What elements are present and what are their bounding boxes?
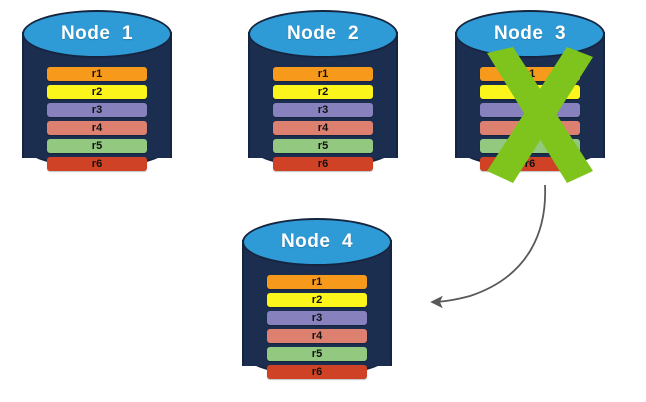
row-r6[interactable]: r6: [267, 365, 367, 379]
row-r3[interactable]: r3: [47, 103, 147, 117]
cylinder-top: [242, 218, 392, 266]
node-1-label: Node 1: [60, 23, 134, 44]
cylinder-top: [248, 10, 398, 58]
row-r4[interactable]: r4: [273, 121, 373, 135]
cylinder-top: [22, 10, 172, 58]
row-r2[interactable]: r2: [273, 85, 373, 99]
node-3-label: Node 3: [493, 23, 567, 44]
row-r3[interactable]: r3: [267, 311, 367, 325]
row-r1[interactable]: r1: [480, 67, 580, 81]
row-r1[interactable]: r1: [267, 275, 367, 289]
node-1-rows: r1 r2 r3 r4 r5 r6: [47, 67, 147, 171]
row-r6[interactable]: r6: [480, 157, 580, 171]
node-1[interactable]: Node 1 r1 r2 r3 r4 r5 r6: [22, 10, 172, 180]
row-r1[interactable]: r1: [273, 67, 373, 81]
row-r2[interactable]: r2: [480, 85, 580, 99]
node-4[interactable]: Node 4 r1 r2 r3 r4 r5 r6: [242, 218, 392, 388]
row-r5[interactable]: r5: [267, 347, 367, 361]
row-r4[interactable]: r4: [267, 329, 367, 343]
row-r3[interactable]: r3: [273, 103, 373, 117]
row-r5[interactable]: r5: [480, 139, 580, 153]
row-r6[interactable]: r6: [47, 157, 147, 171]
node-2[interactable]: Node 2 r1 r2 r3 r4 r5 r6: [248, 10, 398, 180]
row-r2[interactable]: r2: [47, 85, 147, 99]
row-r3[interactable]: r3: [480, 103, 580, 117]
node-4-label: Node 4: [280, 231, 354, 252]
node-2-rows: r1 r2 r3 r4 r5 r6: [273, 67, 373, 171]
row-r6[interactable]: r6: [273, 157, 373, 171]
row-r4[interactable]: r4: [47, 121, 147, 135]
node-4-rows: r1 r2 r3 r4 r5 r6: [267, 275, 367, 379]
row-r5[interactable]: r5: [273, 139, 373, 153]
row-r2[interactable]: r2: [267, 293, 367, 307]
node-3[interactable]: Node 3 r1 r2 r3 r4 r5 r6: [455, 10, 605, 180]
row-r4[interactable]: r4: [480, 121, 580, 135]
row-r1[interactable]: r1: [47, 67, 147, 81]
node-2-label: Node 2: [286, 23, 360, 44]
row-r5[interactable]: r5: [47, 139, 147, 153]
node-3-rows: r1 r2 r3 r4 r5 r6: [480, 67, 580, 171]
